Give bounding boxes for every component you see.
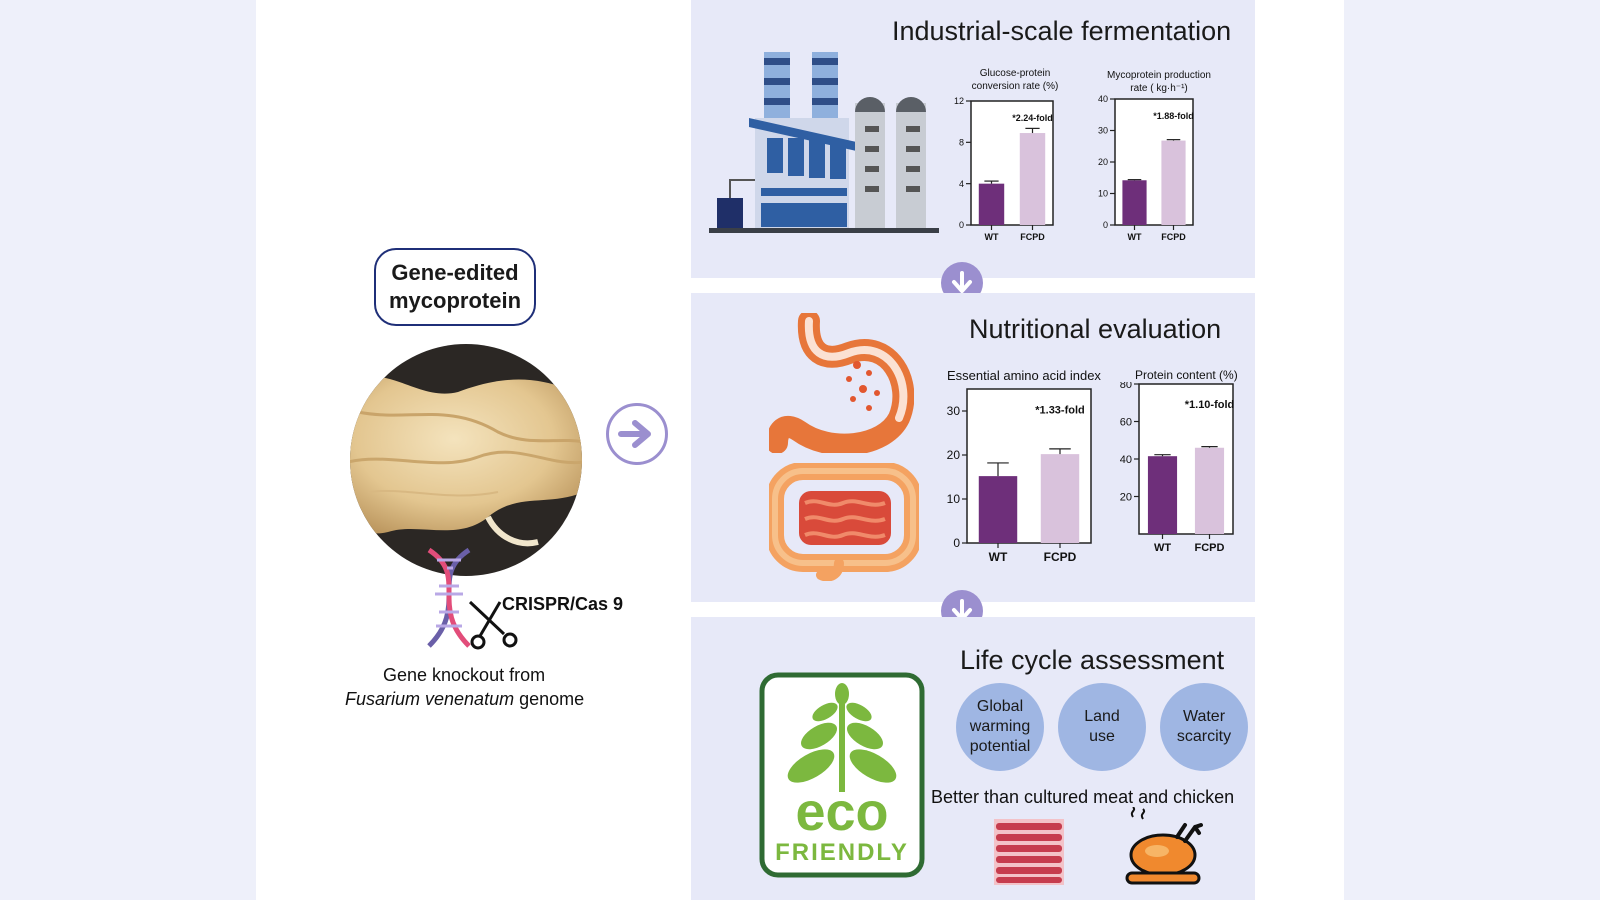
badge-line-2: mycoprotein [388,288,522,313]
lca-circle-3-line-1: Water [1182,708,1226,725]
knockout-line-1: Gene knockout from [383,665,546,685]
chart1-title: Glucose-protein conversion rate (%) [953,67,1077,93]
bar-fcpd [1194,447,1225,534]
lca-circle-3-line-2: scarcity [1176,728,1232,745]
fermentation-title: Industrial-scale fermentation [892,16,1232,46]
eco-word: eco [795,782,888,842]
x-tick-label: FCPD [1044,550,1077,564]
knockout-suffix: genome [514,689,585,709]
bar-fcpd [1161,140,1186,225]
y-tick-label: 30 [1098,126,1108,136]
lca-circle-1-line-2: warming [969,718,1031,735]
lca-circle-2-line-2: use [1089,728,1115,745]
roast-chicken-icon [1125,807,1203,885]
x-tick-label: FCPD [1020,232,1045,242]
dna-helix-icon [427,547,471,648]
fold-change-annotation: *1.10-fold [1185,399,1235,411]
chart4-title: Protein content (%) [1135,368,1238,382]
y-tick-label: 20 [1120,491,1132,503]
chart3-title: Essential amino acid index [947,368,1101,383]
lca-circle-global-warming: Global warming potential [956,683,1044,771]
bar-wt [1147,456,1178,534]
bar-fcpd [1019,133,1046,225]
y-tick-label: 12 [954,96,964,106]
lca-title: Life cycle assessment [960,645,1225,675]
y-tick-label: 4 [959,179,964,189]
x-tick-label: WT [989,550,1008,564]
lca-circle-2-line-1: Land [1084,708,1120,725]
species-name: Fusarium venenatum [345,689,515,709]
y-tick-label: 10 [947,492,961,506]
friendly-word: FRIENDLY [775,839,909,866]
flow-arrow-right-icon [606,403,668,465]
lca-comparison-text: Better than cultured meat and chicken [931,787,1235,807]
chart2-title: Mycoprotein production rate ( kg·h⁻¹) [1095,69,1223,95]
x-tick-label: WT [985,232,999,242]
lca-circle-land-use: Land use [1058,683,1146,771]
x-tick-label: FCPD [1161,232,1186,242]
y-tick-label: 8 [959,137,964,147]
y-tick-label: 30 [947,404,961,418]
bar-wt [978,476,1018,543]
x-tick-label: WT [1154,542,1171,554]
x-tick-label: FCPD [1195,542,1225,554]
nutrition-panel: Nutritional evaluation Essential amino a… [691,293,1255,602]
x-tick-label: WT [1128,232,1142,242]
y-tick-label: 0 [953,536,960,550]
lca-circle-water-scarcity: Water scarcity [1160,683,1248,771]
lca-circle-1-line-1: Global [976,698,1024,715]
eco-friendly-logo: eco FRIENDLY [759,672,925,878]
lca-panel: Life cycle assessment eco FRIENDLY Globa… [691,617,1255,900]
fold-change-annotation: *1.33-fold [1035,405,1085,417]
gene-edited-mycoprotein-badge: Gene-edited mycoprotein [374,248,536,326]
mycoprotein-photo [350,344,582,576]
cultured-meat-icon [994,819,1064,885]
fold-change-annotation: *1.88-fold [1153,111,1194,121]
y-tick-label: 10 [1098,189,1108,199]
fermentation-panel: Industrial-scale fermentation Glucose-pr… [691,0,1255,278]
stomach-icon [769,313,914,453]
lca-circle-1-line-3: potential [969,738,1031,755]
bar-wt [978,183,1005,225]
intestine-icon [769,463,919,581]
y-tick-label: 0 [1103,220,1108,230]
y-tick-label: 40 [1098,94,1108,104]
factory-icon [709,52,939,233]
knockout-line-2: Fusarium venenatum genome [345,689,584,710]
y-tick-label: 80 [1120,382,1132,391]
y-tick-label: 40 [1120,454,1132,466]
badge-line-1: Gene-edited [391,260,519,285]
chart1-title-line-1: Glucose-protein [979,68,1051,79]
y-tick-label: 0 [959,220,964,230]
crispr-label: CRISPR/Cas 9 [502,594,624,614]
fold-change-annotation: *2.24-fold [1012,113,1053,123]
y-tick-label: 20 [947,448,961,462]
chart2-title-line-2: rate ( kg·h⁻¹) [1130,83,1188,94]
chart1-title-line-2: conversion rate (%) [971,81,1059,92]
y-tick-label: 60 [1120,416,1132,428]
y-tick-label: 20 [1098,157,1108,167]
scissors-icon [468,600,518,650]
bar-fcpd [1040,454,1080,543]
bar-wt [1122,180,1147,225]
chart2-title-line-1: Mycoprotein production [1107,70,1211,81]
nutrition-title: Nutritional evaluation [969,314,1222,344]
